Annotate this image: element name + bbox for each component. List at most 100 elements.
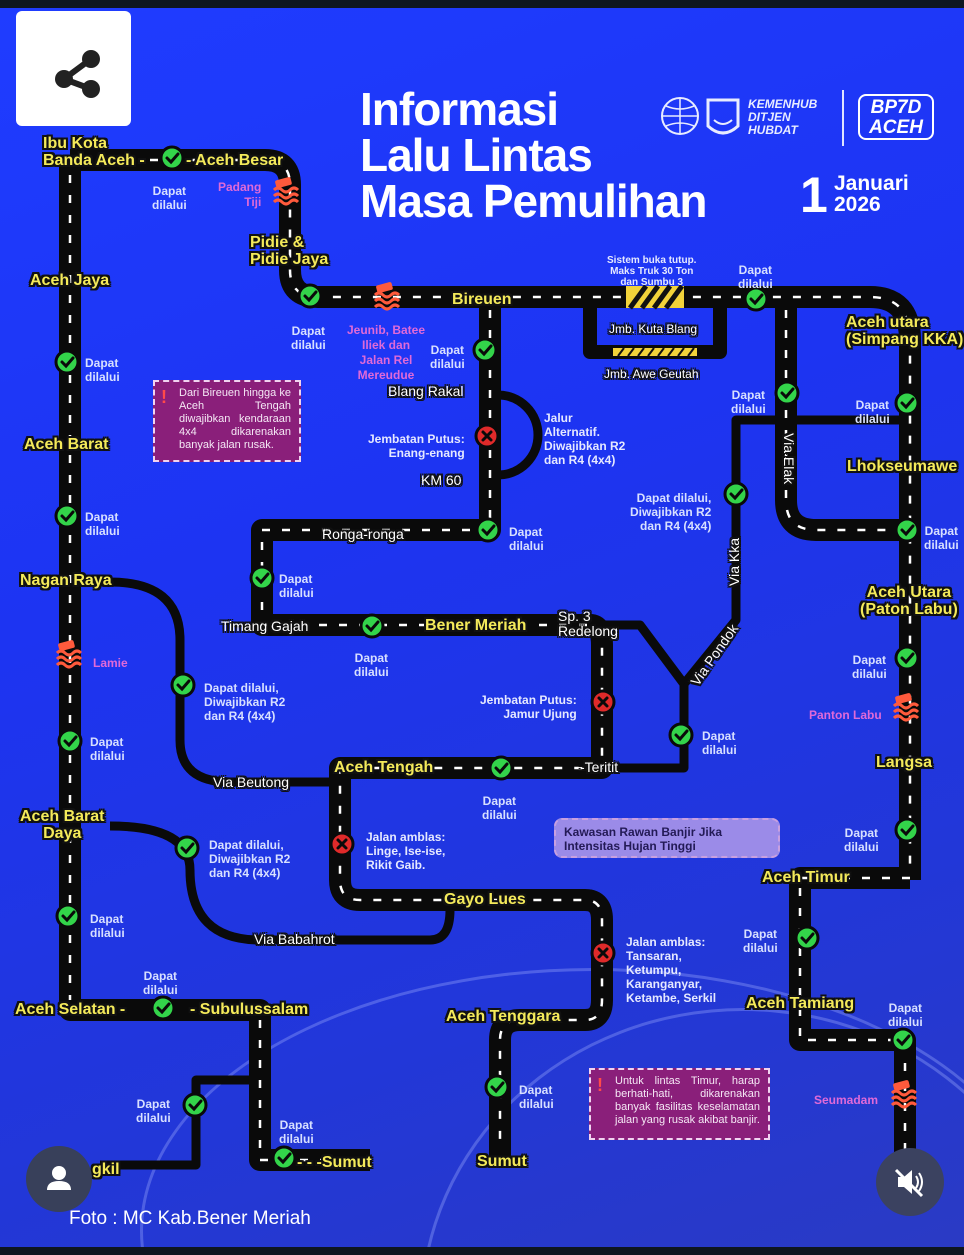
note-line: Dapat [85, 356, 119, 370]
note-line: dilalui [85, 524, 120, 538]
note-line: Dapat [731, 388, 765, 402]
waypoint-sp3-redelong: Sp. 3 Redelong [558, 609, 618, 639]
note-line: Dapat dilalui, [204, 681, 279, 695]
note-line: Iliek dan [362, 338, 411, 352]
note-line: Dapat dilalui, [636, 491, 712, 505]
profile-avatar-button[interactable] [26, 1146, 92, 1212]
place-gayo-lues: Gayo Lues [444, 891, 526, 908]
title-line-3: Masa Pemulihan [360, 175, 707, 227]
place-aceh-utara-paton: Aceh Utara (Paton Labu) [860, 584, 958, 618]
place-singkil: gkil [92, 1161, 120, 1178]
place-line: Aceh Utara [866, 584, 952, 601]
note-line: dilalui [702, 743, 737, 757]
kemenhub-logo-icon [661, 97, 740, 135]
place-aceh-besar: - Aceh Besar [186, 152, 284, 169]
place-aceh-jaya: Aceh Jaya [30, 272, 110, 289]
exclamation-icon: ! [597, 1075, 603, 1095]
note-line: Jalur [544, 411, 573, 425]
logo-line: DITJEN [748, 110, 791, 124]
note-line: dilalui [430, 357, 465, 371]
place-line: Daya [43, 825, 82, 842]
note-line: Dapat [844, 826, 878, 840]
place-bireuen: Bireuen [452, 291, 512, 308]
note-line: Jamur Ujung [503, 707, 577, 721]
note-line: Sistem buka tutup. [607, 255, 697, 266]
note-line: Padang [218, 180, 262, 194]
note-line: Jembatan Putus: [368, 432, 465, 446]
person-icon [47, 1166, 71, 1190]
note-line: dilalui [90, 926, 125, 940]
photo-caption: Foto : MC Kab.Bener Meriah [69, 1208, 311, 1229]
place-line: Aceh Barat [20, 808, 105, 825]
place-aceh-timur: Aceh Timur [762, 869, 850, 886]
note-line: Diwajibkan R2 [544, 439, 626, 453]
note-line: Enang-enang [388, 446, 465, 460]
place-aceh-barat-daya: Aceh Barat Daya [20, 808, 104, 842]
date-month-year: Januari 2026 [834, 173, 909, 215]
place-line: Aceh utara [846, 314, 929, 331]
note-line: dan Sumbu 3 [620, 277, 684, 288]
date-month: Januari [834, 172, 909, 195]
title-line-2: Lalu Lintas [360, 129, 593, 181]
note-line: Dapat [136, 1097, 170, 1111]
note-line: dilalui [888, 1015, 923, 1029]
bptd-aceh-logo: BP7D ACEH [858, 94, 934, 140]
title-line-1: Informasi [360, 83, 559, 135]
note-line: dilalui [152, 198, 187, 212]
note-line: Jeunib, Batee [347, 323, 426, 337]
note-line: dilalui [519, 1097, 554, 1111]
place-sumut-mid: Sumut [477, 1153, 527, 1170]
note-line: Dapat [852, 653, 886, 667]
note-line: dilalui [291, 338, 326, 352]
note-line: Alternatif. [544, 425, 601, 439]
waypoint-blang-rakal: Blang Rakal [388, 383, 464, 399]
note-line: Mereudue [357, 368, 415, 382]
note-line: Dapat [279, 572, 313, 586]
place-langsa: Langsa [876, 754, 933, 771]
place-pidie: Pidie & Pidie Jaya [250, 234, 328, 268]
note-line: Dapat [430, 343, 464, 357]
note-line: Ketumpu, [626, 963, 682, 977]
note-line: Dapat [924, 524, 958, 538]
waypoint-ronga-ronga: Ronga-ronga [322, 526, 404, 542]
note-line: Jalan amblas: [626, 935, 706, 949]
speaker-muted-icon [894, 1168, 924, 1198]
note-line: Dapat [143, 969, 177, 983]
note-line: Karanganyar, [626, 977, 703, 991]
note-line: dilalui [844, 840, 879, 854]
place-aceh-utara-kka: Aceh utara (Simpang KKA) [846, 314, 963, 348]
waypoint-via-beutong: Via Beutong [213, 774, 290, 790]
note-line: Dapat [738, 263, 772, 277]
note-line: dilalui [855, 412, 890, 426]
place-aceh-tengah: Aceh Tengah [334, 759, 434, 776]
note-line: Dapat [702, 729, 736, 743]
flood-point-panton-labu: Panton Labu [809, 708, 882, 722]
mute-toggle-button[interactable] [876, 1148, 944, 1216]
warning-text: Dari Bireuen hingga ke Aceh Tengah diwaj… [179, 387, 291, 451]
page-title: Informasi Lalu Lintas Masa Pemulihan [360, 83, 707, 227]
share-button[interactable] [16, 11, 131, 126]
note-line: dilalui [279, 1132, 314, 1146]
note-line: dilalui [509, 539, 544, 553]
note-line: Tansaran, [626, 949, 682, 963]
note-line: dilalui [90, 749, 125, 763]
note-line: dilalui [852, 667, 887, 681]
warning-text: Untuk lintas Timur, harap berhati-hati, … [615, 1075, 760, 1126]
place-nagan-raya: Nagan Raya [20, 572, 112, 589]
note-line: Dapat dilalui, [209, 838, 284, 852]
waypoint-timang-gajah: Timang Gajah [221, 618, 309, 634]
note-line: Diwajibkan R2 [204, 695, 286, 709]
